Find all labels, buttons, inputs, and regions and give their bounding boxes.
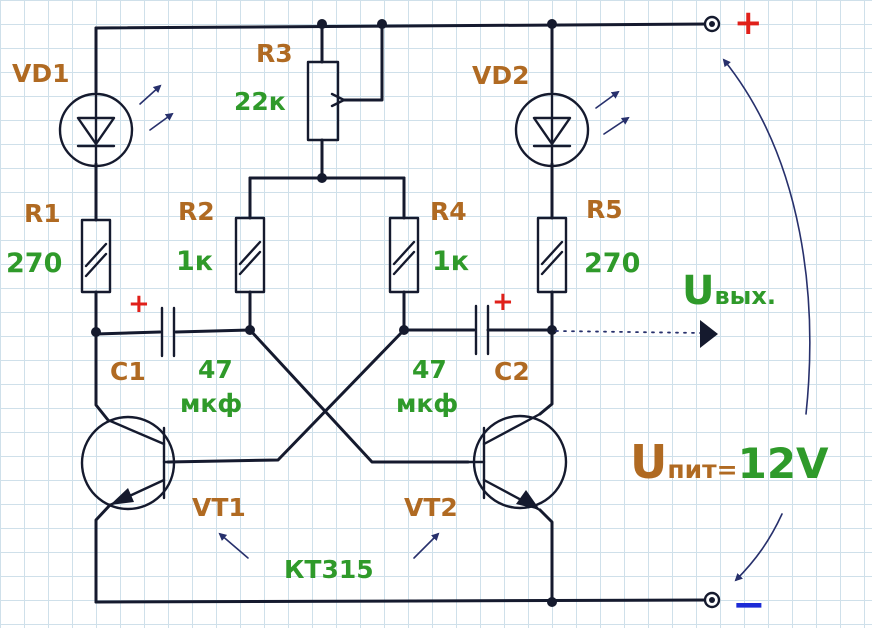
vd2-label: VD2 [472, 61, 530, 90]
resistor-r4-symbol [388, 216, 420, 294]
output-arrow [555, 320, 718, 348]
led-vd2-symbol [514, 90, 630, 168]
capacitor-c2-symbol [474, 304, 490, 356]
c2-label: C2 [494, 357, 530, 386]
supply-voltage-arrow [722, 58, 811, 582]
resistor-r5-symbol [536, 216, 568, 294]
r2-label: R2 [178, 197, 215, 226]
resistor-r2-symbol [234, 216, 266, 294]
r3-label: R3 [256, 39, 293, 68]
vt2-label: VT2 [404, 493, 458, 522]
transistor-pointer-arrows [218, 532, 440, 559]
supply-voltage-label: Uпит=12V [630, 435, 829, 489]
terminal-plus [703, 15, 721, 33]
c1-value-unit: мкф [180, 389, 242, 418]
minus-terminal-sign: − [732, 582, 766, 628]
potentiometer-r3-symbol [306, 60, 346, 142]
r5-value: 270 [584, 248, 640, 279]
c2-value-number: 47 [412, 355, 447, 384]
r2-value: 1к [176, 246, 213, 277]
junction-dots [91, 19, 557, 607]
resistor-r1-symbol [80, 218, 112, 294]
output-voltage-label: Uвых. [682, 268, 776, 314]
r5-label: R5 [586, 195, 623, 224]
terminal-minus [703, 591, 721, 609]
supply-voltage-sub: пит= [667, 455, 737, 484]
c1-plus-sign: + [128, 289, 150, 319]
transistor-vt1-symbol [80, 415, 176, 511]
plus-terminal-sign: + [734, 3, 763, 43]
r3-value: 22к [234, 87, 286, 116]
r4-value: 1к [432, 246, 469, 277]
wiring [94, 22, 712, 604]
c2-value-unit: мкф [396, 389, 458, 418]
transistor-type-label: КТ315 [284, 555, 374, 584]
vt1-label: VT1 [192, 493, 246, 522]
supply-voltage-value: 12V [738, 439, 829, 488]
r4-label: R4 [430, 197, 467, 226]
transistor-vt2-symbol [466, 412, 568, 512]
supply-voltage-main: U [630, 435, 667, 489]
c1-value-number: 47 [198, 355, 233, 384]
r1-label: R1 [24, 199, 61, 228]
vd1-label: VD1 [12, 59, 70, 88]
output-voltage-sub: вых. [714, 282, 776, 310]
capacitor-c1-symbol [160, 306, 176, 358]
c1-label: C1 [110, 357, 146, 386]
led-vd1-symbol [58, 84, 174, 168]
r1-value: 270 [6, 248, 62, 279]
output-voltage-main: U [682, 268, 714, 314]
c2-plus-sign: + [492, 287, 514, 317]
